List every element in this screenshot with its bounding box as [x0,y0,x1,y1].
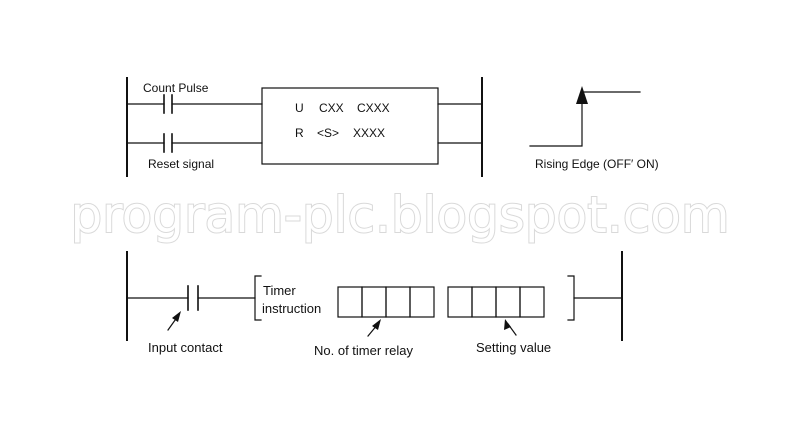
counter-row2-setting-source: <S> [317,126,339,140]
count-pulse-label: Count Pulse [143,81,209,95]
timer-instruction-right-bracket [567,275,575,321]
timer-relay-number-cells [337,286,435,318]
setting-value-digit-cell [471,286,497,318]
counter-row1-counter-value: CXXX [357,101,390,115]
rising-edge-arrow-icon [576,86,588,104]
setting-value-digit-cell [519,286,545,318]
timer-relay-digit-cell [385,286,411,318]
timer-relay-digit-cell [409,286,435,318]
setting-value-digit-cell [495,286,521,318]
timer-relay-digit-cell [361,286,387,318]
timer-relay-digit-cell [337,286,363,318]
counter-row2-reset-label: R [295,126,304,140]
timer-instruction-line2: instruction [262,301,321,316]
reset-signal-label: Reset signal [148,157,214,171]
setting-value-cells [447,286,545,318]
counter-row1-counter-number: CXX [319,101,344,115]
counter-instruction-box [261,87,439,165]
setting-value-pointer-arrow-icon [504,319,511,330]
input-contact-label: Input contact [148,340,223,355]
timer-relay-label: No. of timer relay [314,343,413,358]
counter-row1-up-label: U [295,101,304,115]
rising-edge-label: Rising Edge (OFF′ ON) [535,157,659,171]
timer-instruction-line1: Timer [263,283,296,298]
counter-row2-setting-value: XXXX [353,126,385,140]
timer-ladder-diagram: Input contact Timer instruction [126,251,623,358]
setting-value-digit-cell [447,286,473,318]
timer-instruction-left-bracket [254,275,262,321]
rising-edge-waveform: Rising Edge (OFF′ ON) [529,86,659,171]
rising-edge-signal-line [529,91,641,147]
input-contact-pointer-arrow-icon [172,311,181,322]
counter-ladder-diagram: Count Pulse Reset signal U CXX CXXX R <S… [126,77,483,177]
timer-relay-pointer-arrow-icon [372,319,381,330]
setting-value-label: Setting value [476,340,551,355]
blog-watermark-text: program-plc.blogspot.com [70,186,729,244]
